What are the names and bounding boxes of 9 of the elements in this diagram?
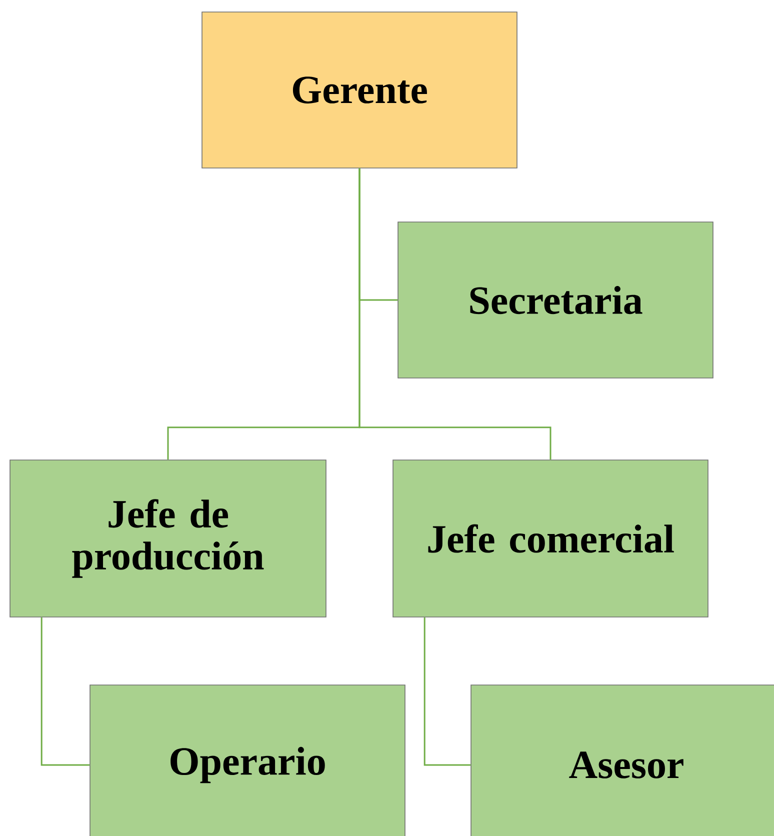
connector-line: [40, 617, 90, 766]
org-chart-box: Secretaria: [398, 222, 714, 378]
org-chart-box: Gerente: [202, 12, 518, 168]
org-chart-box: Operario: [90, 684, 406, 836]
org-chart-box: Asesor: [470, 684, 774, 836]
org-chart-box: Jefe comercial: [392, 460, 708, 618]
connector-line: [424, 617, 471, 766]
org-chart-box: Jefe de producción: [10, 460, 326, 618]
connector-line: [358, 168, 552, 460]
